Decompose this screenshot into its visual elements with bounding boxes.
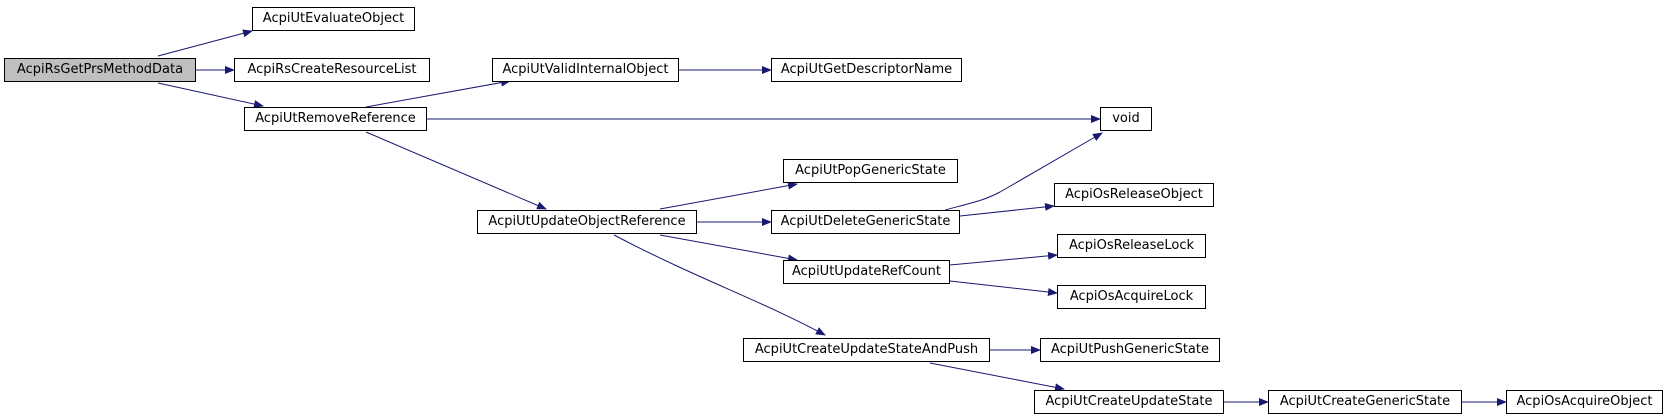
node-acpi-ut-create-update-state[interactable]: AcpiUtCreateUpdateState <box>1034 390 1224 414</box>
edge-update-object-reference-to-pop-generic-state <box>659 181 798 210</box>
node-acpi-ut-update-ref-count[interactable]: AcpiUtUpdateRefCount <box>783 260 950 284</box>
edge-update-ref-count-to-os-acquire-lock <box>949 280 1058 296</box>
node-acpi-ut-update-object-reference[interactable]: AcpiUtUpdateObjectReference <box>477 210 697 234</box>
node-acpi-os-release-lock[interactable]: AcpiOsReleaseLock <box>1057 234 1206 258</box>
edge-root-to-remove-reference <box>157 82 264 108</box>
node-acpi-os-release-object[interactable]: AcpiOsReleaseObject <box>1054 183 1214 207</box>
node-acpi-ut-valid-internal-object[interactable]: AcpiUtValidInternalObject <box>492 58 679 82</box>
edge-delete-generic-state-to-os-release-object <box>959 202 1055 217</box>
edge-remove-reference-to-update-object-reference <box>365 131 547 210</box>
node-acpi-ut-create-update-state-and-push[interactable]: AcpiUtCreateUpdateStateAndPush <box>743 338 990 362</box>
node-acpi-ut-evaluate-object[interactable]: AcpiUtEvaluateObject <box>252 7 415 31</box>
edge-create-update-state-and-push-to-create-update-state <box>929 362 1065 392</box>
node-acpi-ut-remove-reference[interactable]: AcpiUtRemoveReference <box>244 107 427 131</box>
node-acpi-os-acquire-lock[interactable]: AcpiOsAcquireLock <box>1057 285 1206 309</box>
edge-update-object-reference-to-update-ref-count <box>659 234 798 263</box>
edge-root-to-evaluate-object <box>157 29 253 57</box>
node-acpi-ut-push-generic-state[interactable]: AcpiUtPushGenericState <box>1040 338 1220 362</box>
edge-update-object-reference-to-create-update-state-and-push <box>613 234 826 336</box>
node-void[interactable]: void <box>1100 107 1152 131</box>
edge-update-ref-count-to-os-release-lock <box>949 251 1058 266</box>
node-acpi-ut-delete-generic-state[interactable]: AcpiUtDeleteGenericState <box>771 210 960 234</box>
node-acpi-ut-get-descriptor-name[interactable]: AcpiUtGetDescriptorName <box>771 58 962 82</box>
edge-delete-generic-state-to-void <box>944 132 1103 211</box>
node-acpi-ut-pop-generic-state[interactable]: AcpiUtPopGenericState <box>783 159 958 183</box>
node-acpi-rs-get-prs-method-data: AcpiRsGetPrsMethodData <box>4 58 196 82</box>
node-acpi-os-acquire-object[interactable]: AcpiOsAcquireObject <box>1506 390 1663 414</box>
edge-remove-reference-to-valid-internal-object <box>365 78 511 108</box>
node-acpi-rs-create-resource-list[interactable]: AcpiRsCreateResourceList <box>234 58 430 82</box>
node-acpi-ut-create-generic-state[interactable]: AcpiUtCreateGenericState <box>1268 390 1462 414</box>
